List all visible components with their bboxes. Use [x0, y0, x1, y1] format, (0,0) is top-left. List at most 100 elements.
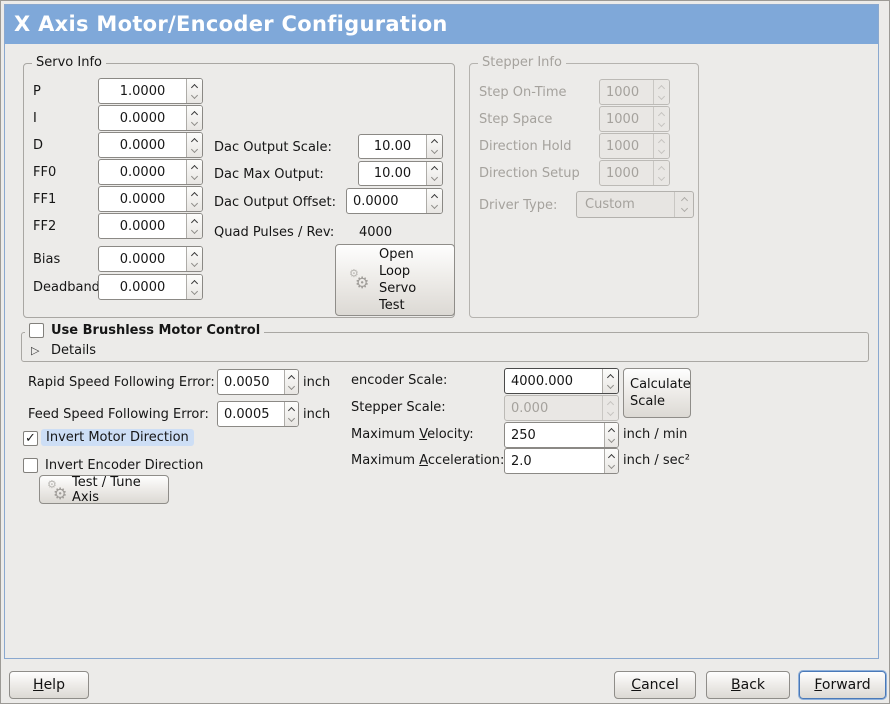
test-tune-axis-label: Test / Tune Axis	[72, 474, 141, 505]
ff2-spin-buttons[interactable]	[186, 214, 202, 238]
d-value[interactable]: 0.0000	[119, 137, 166, 153]
open-loop-servo-test-label: Open Loop Servo Test	[379, 247, 417, 313]
forward-button-label: Forward	[814, 677, 871, 693]
dac-output-scale-value[interactable]: 10.00	[373, 139, 412, 154]
dac-output-offset-value[interactable]: 0.0000	[353, 193, 399, 209]
driver-type-label: Driver Type:	[479, 198, 558, 213]
d-spin-buttons[interactable]	[186, 133, 202, 157]
rapid-following-error-spinbox[interactable]: 0.0050	[217, 369, 299, 395]
i-spinbox[interactable]: 0.0000	[98, 105, 203, 131]
quad-pulses-label: Quad Pulses / Rev:	[214, 225, 335, 240]
expander-triangle-icon[interactable]: ▷	[31, 344, 40, 357]
feed-following-error-spinbox[interactable]: 0.0005	[217, 401, 299, 427]
deadband-spinbox[interactable]: 0.0000	[98, 274, 203, 300]
gears-icon: ⚙⚙	[349, 267, 370, 292]
direction-setup-spin-buttons	[653, 161, 669, 185]
max-velocity-spin-buttons[interactable]	[604, 423, 618, 447]
encoder-scale-value[interactable]: 4000.000	[511, 373, 574, 389]
details-expander-label[interactable]: Details	[51, 343, 97, 358]
direction-setup-value: 1000	[606, 165, 640, 181]
calculate-scale-button[interactable]: Calculate Scale	[623, 368, 691, 418]
d-spinbox[interactable]: 0.0000	[98, 132, 203, 158]
driver-type-value: Custom	[585, 197, 635, 212]
ff2-spinbox[interactable]: 0.0000	[98, 213, 203, 239]
invert-encoder-direction-label[interactable]: Invert Encoder Direction	[45, 458, 204, 473]
dac-max-output-spinbox[interactable]: 10.00	[358, 161, 443, 186]
ff2-value[interactable]: 0.0000	[119, 218, 166, 234]
dac-output-scale-spin-buttons[interactable]	[426, 135, 442, 158]
invert-encoder-direction-checkbox[interactable]	[23, 458, 38, 473]
direction-hold-spin-buttons	[653, 134, 669, 158]
max-velocity-value[interactable]: 250	[511, 427, 536, 443]
feed-following-error-value[interactable]: 0.0005	[224, 406, 270, 422]
bias-value[interactable]: 0.0000	[119, 251, 166, 267]
test-tune-axis-button[interactable]: ⚙⚙ Test / Tune Axis	[39, 474, 169, 505]
step-on-time-spinbox: 1000	[599, 79, 670, 105]
direction-setup-label: Direction Setup	[479, 166, 580, 181]
p-spinbox[interactable]: 1.0000	[98, 78, 203, 104]
direction-hold-label: Direction Hold	[479, 139, 572, 154]
i-label: I	[33, 111, 37, 126]
forward-button[interactable]: Forward	[799, 671, 886, 699]
p-value[interactable]: 1.0000	[119, 83, 166, 99]
max-velocity-spinbox[interactable]: 250	[504, 422, 619, 448]
i-value[interactable]: 0.0000	[119, 110, 166, 126]
rapid-following-error-value[interactable]: 0.0050	[224, 374, 270, 390]
calculate-scale-label: Calculate Scale	[630, 377, 691, 409]
max-velocity-label: Maximum Velocity:	[351, 427, 474, 442]
ff1-value[interactable]: 0.0000	[119, 191, 166, 207]
driver-type-combobox: Custom	[576, 191, 694, 218]
max-acceleration-spinbox[interactable]: 2.0	[504, 448, 619, 474]
dac-output-offset-spin-buttons[interactable]	[426, 189, 442, 213]
encoder-scale-spin-buttons[interactable]	[602, 369, 618, 393]
dac-output-offset-spinbox[interactable]: 0.0000	[346, 188, 443, 214]
ff0-value[interactable]: 0.0000	[119, 164, 166, 180]
dac-output-scale-label: Dac Output Scale:	[214, 140, 332, 155]
cancel-button[interactable]: Cancel	[614, 671, 696, 699]
stepper-scale-spinbox: 0.000	[504, 395, 619, 421]
bias-spin-buttons[interactable]	[186, 247, 202, 271]
direction-hold-spinbox: 1000	[599, 133, 670, 159]
open-loop-servo-test-button[interactable]: ⚙⚙ Open Loop Servo Test	[335, 244, 455, 316]
i-spin-buttons[interactable]	[186, 106, 202, 130]
direction-hold-value: 1000	[606, 138, 640, 154]
bias-spinbox[interactable]: 0.0000	[98, 246, 203, 272]
p-spin-buttons[interactable]	[186, 79, 202, 103]
max-velocity-unit: inch / min	[623, 427, 688, 442]
ff0-spin-buttons[interactable]	[186, 160, 202, 184]
dac-max-output-label: Dac Max Output:	[214, 167, 324, 182]
d-label: D	[33, 138, 44, 153]
help-button-label: Help	[33, 677, 65, 693]
dac-output-scale-spinbox[interactable]: 10.00	[358, 134, 443, 159]
invert-motor-direction-label[interactable]: Invert Motor Direction	[41, 429, 194, 446]
feed-following-error-unit: inch	[303, 407, 331, 422]
bias-label: Bias	[33, 252, 61, 267]
use-brushless-checkbox[interactable]	[29, 323, 44, 338]
step-space-value: 1000	[606, 111, 640, 127]
back-button-label: Back	[731, 677, 765, 693]
max-acceleration-unit: inch / sec²	[623, 453, 691, 468]
deadband-spin-buttons[interactable]	[186, 275, 202, 299]
back-button[interactable]: Back	[706, 671, 790, 699]
max-acceleration-spin-buttons[interactable]	[604, 449, 618, 473]
invert-motor-direction-checkbox[interactable]: ✓	[23, 431, 38, 446]
stepper-info-legend: Stepper Info	[478, 55, 566, 70]
max-acceleration-value[interactable]: 2.0	[511, 453, 532, 469]
rapid-following-error-spin-buttons[interactable]	[284, 370, 298, 394]
deadband-value[interactable]: 0.0000	[119, 279, 166, 295]
rapid-following-error-unit: inch	[303, 375, 331, 390]
page-title: X Axis Motor/Encoder Configuration	[14, 12, 448, 36]
dac-max-output-value[interactable]: 10.00	[373, 166, 412, 181]
step-space-spinbox: 1000	[599, 106, 670, 132]
feed-following-error-spin-buttons[interactable]	[284, 402, 298, 426]
dac-max-output-spin-buttons[interactable]	[426, 162, 442, 185]
ff0-spinbox[interactable]: 0.0000	[98, 159, 203, 185]
help-button[interactable]: Help	[9, 671, 89, 699]
stepper-scale-spin-buttons	[602, 396, 618, 420]
ff1-spinbox[interactable]: 0.0000	[98, 186, 203, 212]
encoder-scale-spinbox[interactable]: 4000.000	[504, 368, 619, 394]
deadband-label: Deadband	[33, 280, 100, 295]
ff1-spin-buttons[interactable]	[186, 187, 202, 211]
step-on-time-spin-buttons	[653, 80, 669, 104]
